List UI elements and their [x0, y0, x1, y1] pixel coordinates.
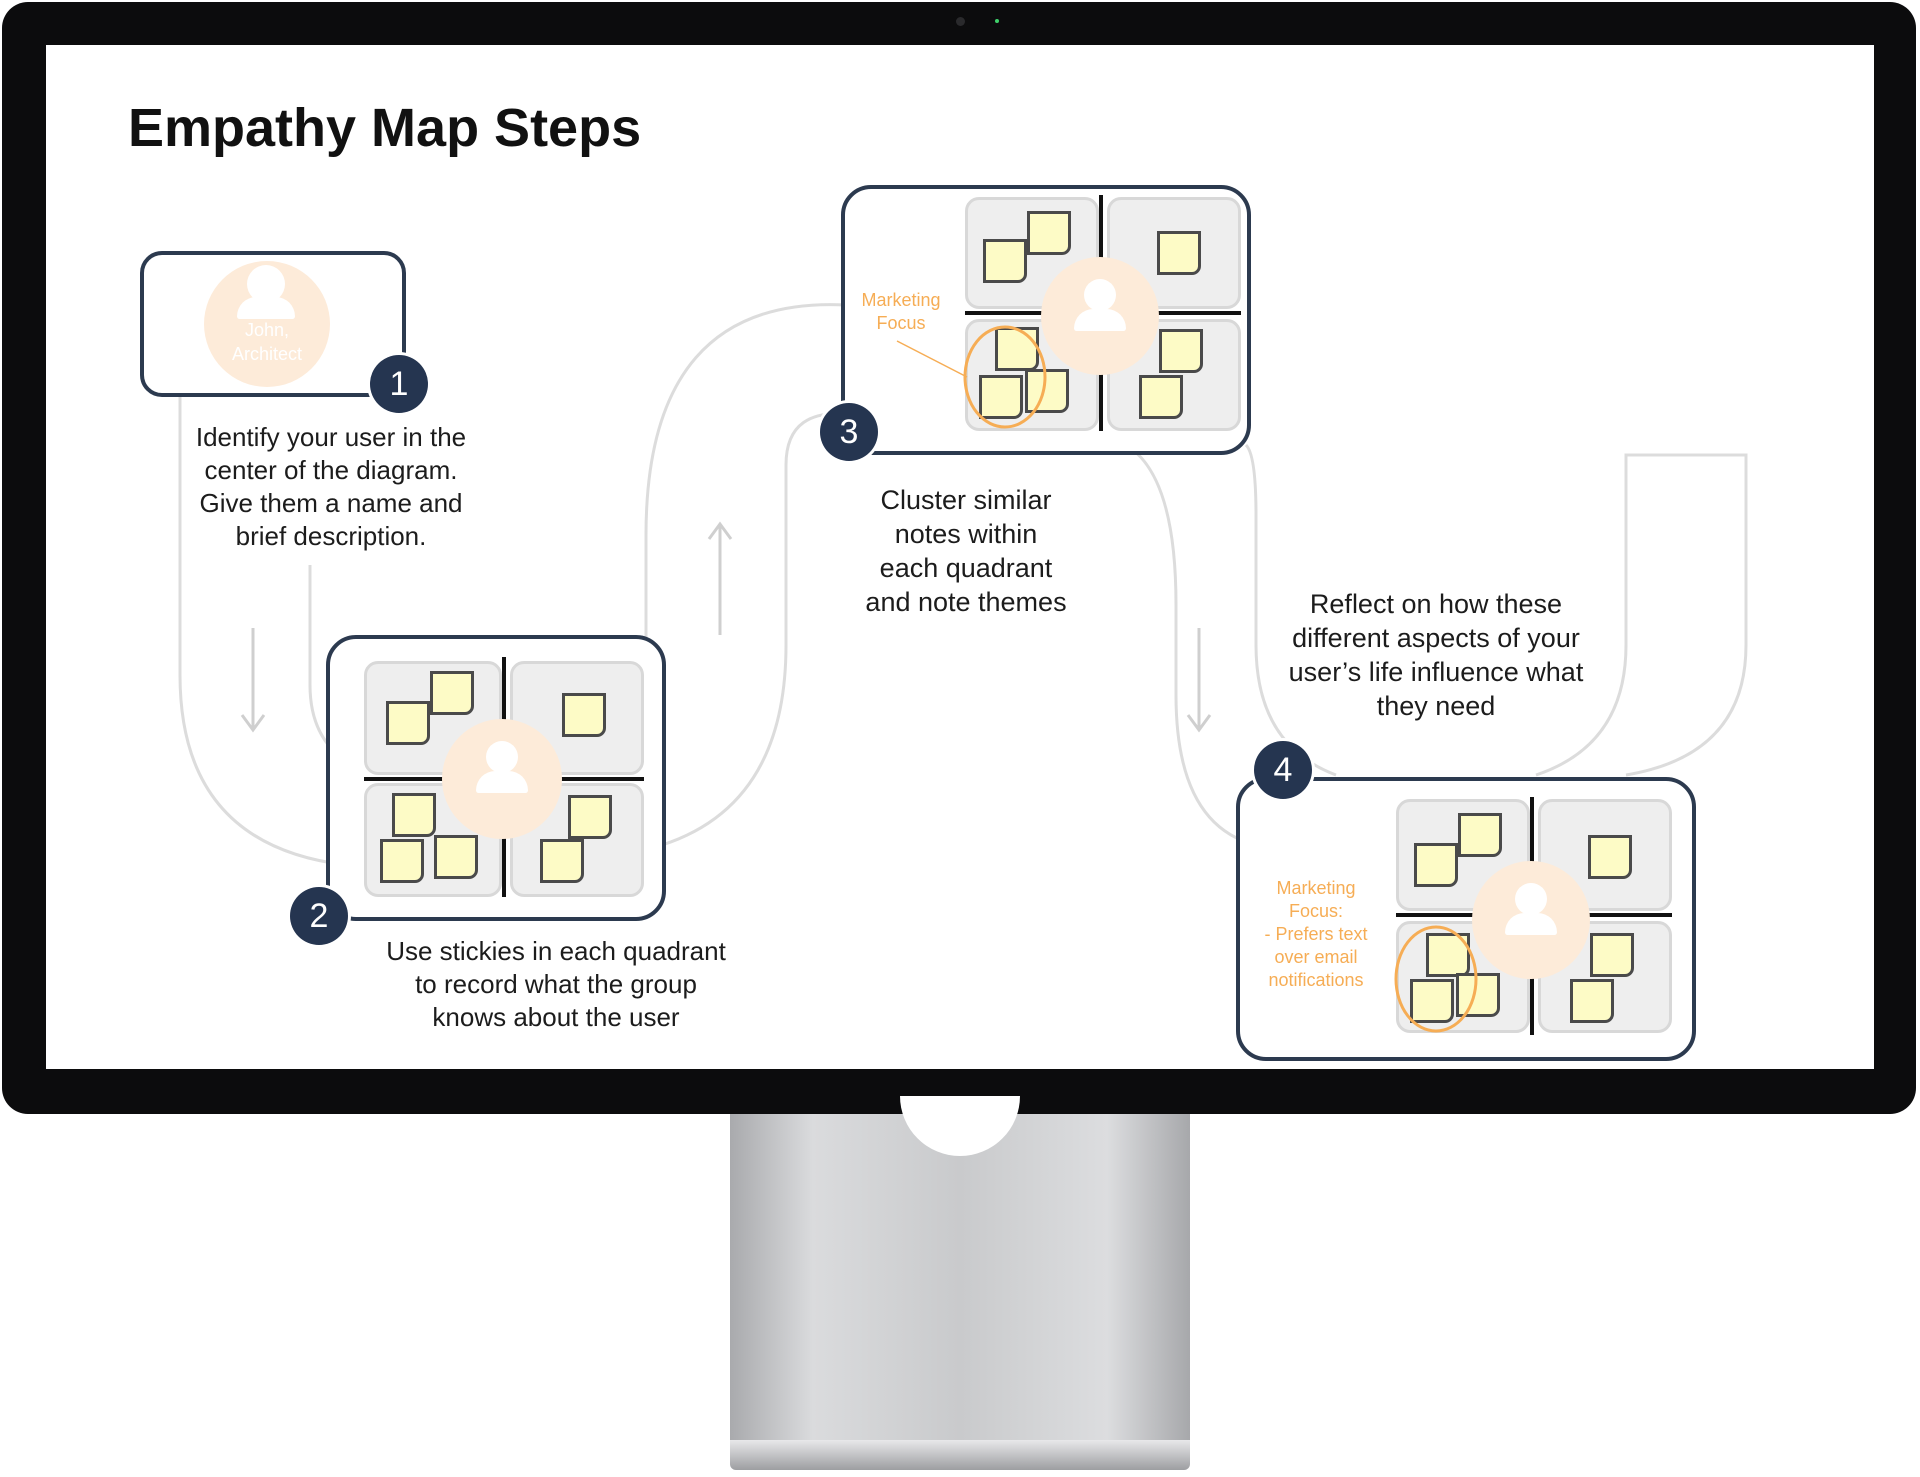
slide-screen: Empathy Map Steps John, Architect 1 Iden…: [46, 45, 1874, 1069]
sticky-note: [1456, 973, 1500, 1017]
persona-role: Architect: [231, 344, 303, 364]
step4-line: Reflect on how these: [1309, 589, 1563, 619]
step-badge-3: 3: [820, 403, 878, 461]
step-badge-4: 4: [1254, 741, 1312, 799]
step-badge-1: 1: [370, 355, 428, 413]
step4-line: they need: [1376, 691, 1496, 721]
step1-line: Identify your user in the: [195, 422, 467, 452]
step-badge-2: 2: [290, 887, 348, 945]
step4-description: Reflect on how these different aspects o…: [1256, 587, 1616, 723]
sticky-note: [540, 839, 584, 883]
step1-line: Give them a name and: [199, 488, 463, 518]
user-icon: [486, 741, 518, 773]
annotation-line: Marketing: [1276, 878, 1356, 898]
sticky-note: [568, 795, 612, 839]
flow-line-step3-down: [1125, 443, 1257, 847]
step3-line: Cluster similar: [880, 485, 1052, 515]
user-icon-body: [1074, 309, 1126, 331]
user-icon: [1515, 883, 1547, 915]
step3-line: each quadrant: [879, 553, 1053, 583]
stand-foot: [730, 1440, 1190, 1470]
user-icon: [247, 265, 285, 303]
step1-description: Identify your user in the center of the …: [166, 421, 496, 553]
arrow-down-1: [240, 628, 266, 733]
sticky-note: [380, 839, 424, 883]
sticky-note: [979, 375, 1023, 419]
sticky-note: [392, 793, 436, 837]
persona-circle: [1041, 257, 1159, 375]
sticky-note: [1139, 375, 1183, 419]
sticky-note: [562, 693, 606, 737]
step2-line: Use stickies in each quadrant: [386, 936, 726, 966]
sticky-note: [434, 835, 478, 879]
step4-annotation: Marketing Focus: - Prefers text over ema…: [1246, 877, 1386, 992]
annotation-line: Marketing: [861, 290, 941, 310]
sticky-note: [1157, 231, 1201, 275]
theme-highlight: [1394, 925, 1478, 1033]
monitor-stand: [730, 1114, 1190, 1444]
annotation-line: - Prefers text: [1264, 924, 1368, 944]
step3-line: and note themes: [865, 587, 1067, 617]
step3-annotation: Marketing Focus: [851, 289, 951, 335]
annotation-line: notifications: [1268, 970, 1364, 990]
step4-empathy-map-card: Marketing Focus: - Prefers text over ema…: [1236, 777, 1696, 1061]
persona-circle: John, Architect: [204, 261, 330, 387]
sticky-note: [1025, 369, 1069, 413]
user-icon-body: [237, 297, 295, 319]
sticky-note: [1414, 843, 1458, 887]
step3-empathy-map-card: Marketing Focus: [841, 185, 1251, 455]
persona-circle: [1472, 861, 1590, 979]
annotation-line: Focus: [876, 313, 926, 333]
step1-persona-card: John, Architect: [140, 251, 406, 397]
persona-circle: [442, 719, 562, 839]
cluster-circle: [963, 325, 1047, 429]
user-icon-body: [1505, 913, 1557, 935]
camera-indicator-light: [995, 19, 999, 23]
annotation-pointer: [896, 340, 968, 378]
persona-name: John,: [244, 320, 290, 340]
user-icon-body: [476, 771, 528, 793]
page-title: Empathy Map Steps: [128, 98, 642, 158]
flow-line-step2-right: [661, 412, 857, 847]
theme-highlight: [896, 325, 1047, 429]
flow-line-step4-exit: [1535, 453, 1748, 777]
sticky-note: [1458, 813, 1502, 857]
step4-line: different aspects of your: [1292, 623, 1580, 653]
flow-line-step3-left: [644, 303, 847, 766]
annotation-line: Focus:: [1288, 901, 1344, 921]
step2-empathy-map-card: [326, 635, 666, 921]
sticky-note: [1590, 933, 1634, 977]
webcam: [956, 17, 965, 26]
step2-line: to record what the group: [415, 969, 697, 999]
user-icon: [1084, 279, 1116, 311]
annotation-line: over email: [1274, 947, 1358, 967]
sticky-note: [386, 701, 430, 745]
sticky-note: [1588, 835, 1632, 879]
step3-line: notes within: [894, 519, 1038, 549]
flow-path: [178, 295, 1748, 867]
sticky-note: [1570, 979, 1614, 1023]
arrow-down-2: [1186, 628, 1212, 733]
sticky-note: [1159, 329, 1203, 373]
flow-line-step1-down: [178, 295, 347, 867]
sticky-note: [1027, 211, 1071, 255]
sticky-note: [983, 239, 1027, 283]
step2-line: knows about the user: [432, 1002, 680, 1032]
arrow-up-1: [707, 521, 733, 635]
step3-description: Cluster similar notes within each quadra…: [836, 483, 1096, 619]
step4-line: user’s life influence what: [1288, 657, 1584, 687]
step1-line: center of the diagram.: [204, 455, 458, 485]
step2-description: Use stickies in each quadrant to record …: [346, 935, 766, 1034]
step1-line: brief description.: [235, 521, 427, 551]
sticky-note: [430, 671, 474, 715]
sticky-note: [1410, 979, 1454, 1023]
cluster-circle: [1394, 925, 1478, 1033]
